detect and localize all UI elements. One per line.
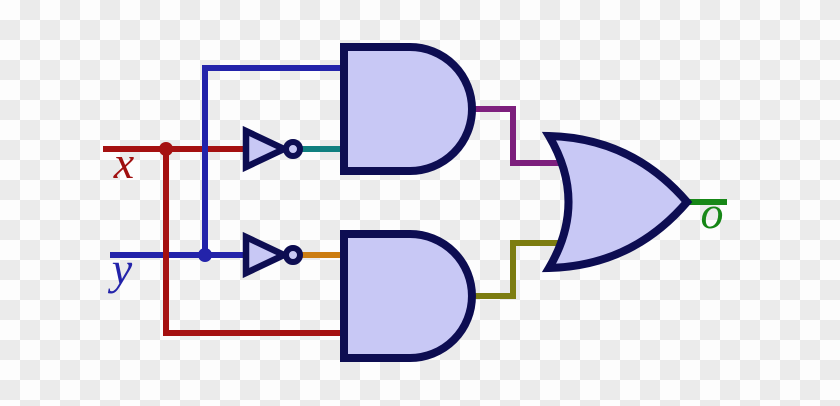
input-x-label: x <box>113 137 135 188</box>
wire-and-bottom-output <box>466 240 562 299</box>
or-gate <box>541 131 693 273</box>
not-gate-top <box>242 125 303 173</box>
and-gate-bottom <box>340 230 476 362</box>
not-gate-bottom-bubble-icon <box>283 245 303 265</box>
junction-dot-x <box>159 142 173 156</box>
not-gate-bottom <box>242 231 303 279</box>
not-gate-top-triangle <box>242 125 292 173</box>
not-gate-top-bubble-icon <box>283 139 303 159</box>
wire-y-branch <box>202 65 344 255</box>
and-gate-top <box>340 43 476 175</box>
junction-dot-y <box>198 248 212 262</box>
wire-x-branch <box>163 149 344 336</box>
not-gate-bottom-triangle <box>242 231 292 279</box>
wire-and-top-output <box>466 106 562 166</box>
output-o-label: o <box>701 187 724 238</box>
input-y-label: y <box>108 243 133 294</box>
